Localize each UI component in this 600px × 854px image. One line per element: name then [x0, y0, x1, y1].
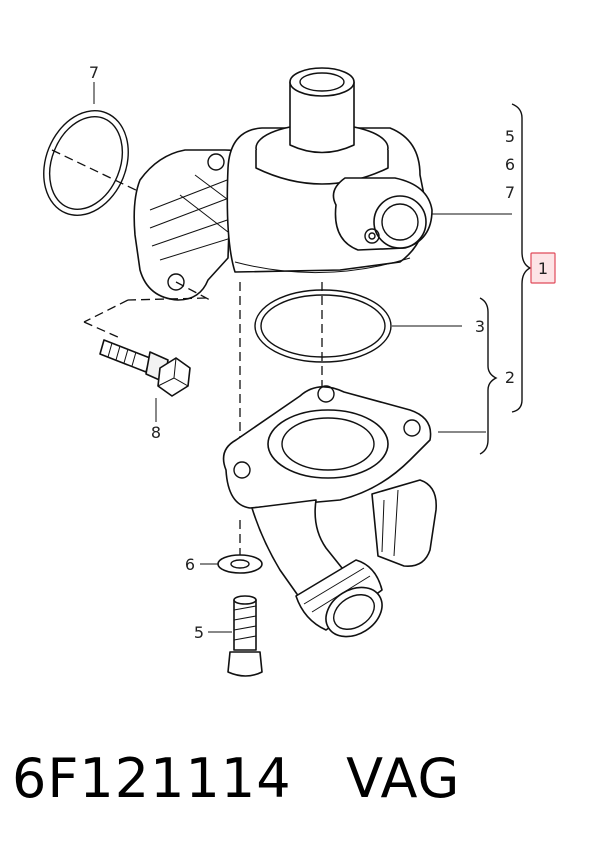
- washer-6: [217, 554, 263, 574]
- socket-screw-5: [227, 595, 263, 677]
- brand-name: VAG: [346, 747, 461, 810]
- callout-1-highlight: [530, 252, 556, 284]
- list-item-5: 5: [505, 127, 515, 146]
- callout-8: 8: [151, 423, 161, 442]
- callout-6: 6: [185, 555, 195, 574]
- thermostat-housing: [133, 67, 433, 301]
- list-item-6: 6: [505, 155, 515, 174]
- exploded-parts-diagram: 7 8 6 5 3 2 5 6 7 1: [43, 63, 556, 677]
- hex-bolt-8: [99, 339, 191, 397]
- callout-3: 3: [475, 317, 485, 336]
- o-ring-7: [43, 110, 129, 216]
- callout-5: 5: [194, 623, 204, 642]
- o-ring-3: [254, 289, 392, 363]
- callout-2: 2: [505, 368, 515, 387]
- callout-1: 1: [538, 259, 548, 278]
- list-item-7: 7: [505, 183, 515, 202]
- connector-flange: [222, 385, 437, 638]
- part-number-caption: 6F121114 VAG: [12, 748, 592, 810]
- part-number: 6F121114: [12, 747, 292, 810]
- callout-7-top: 7: [89, 63, 99, 82]
